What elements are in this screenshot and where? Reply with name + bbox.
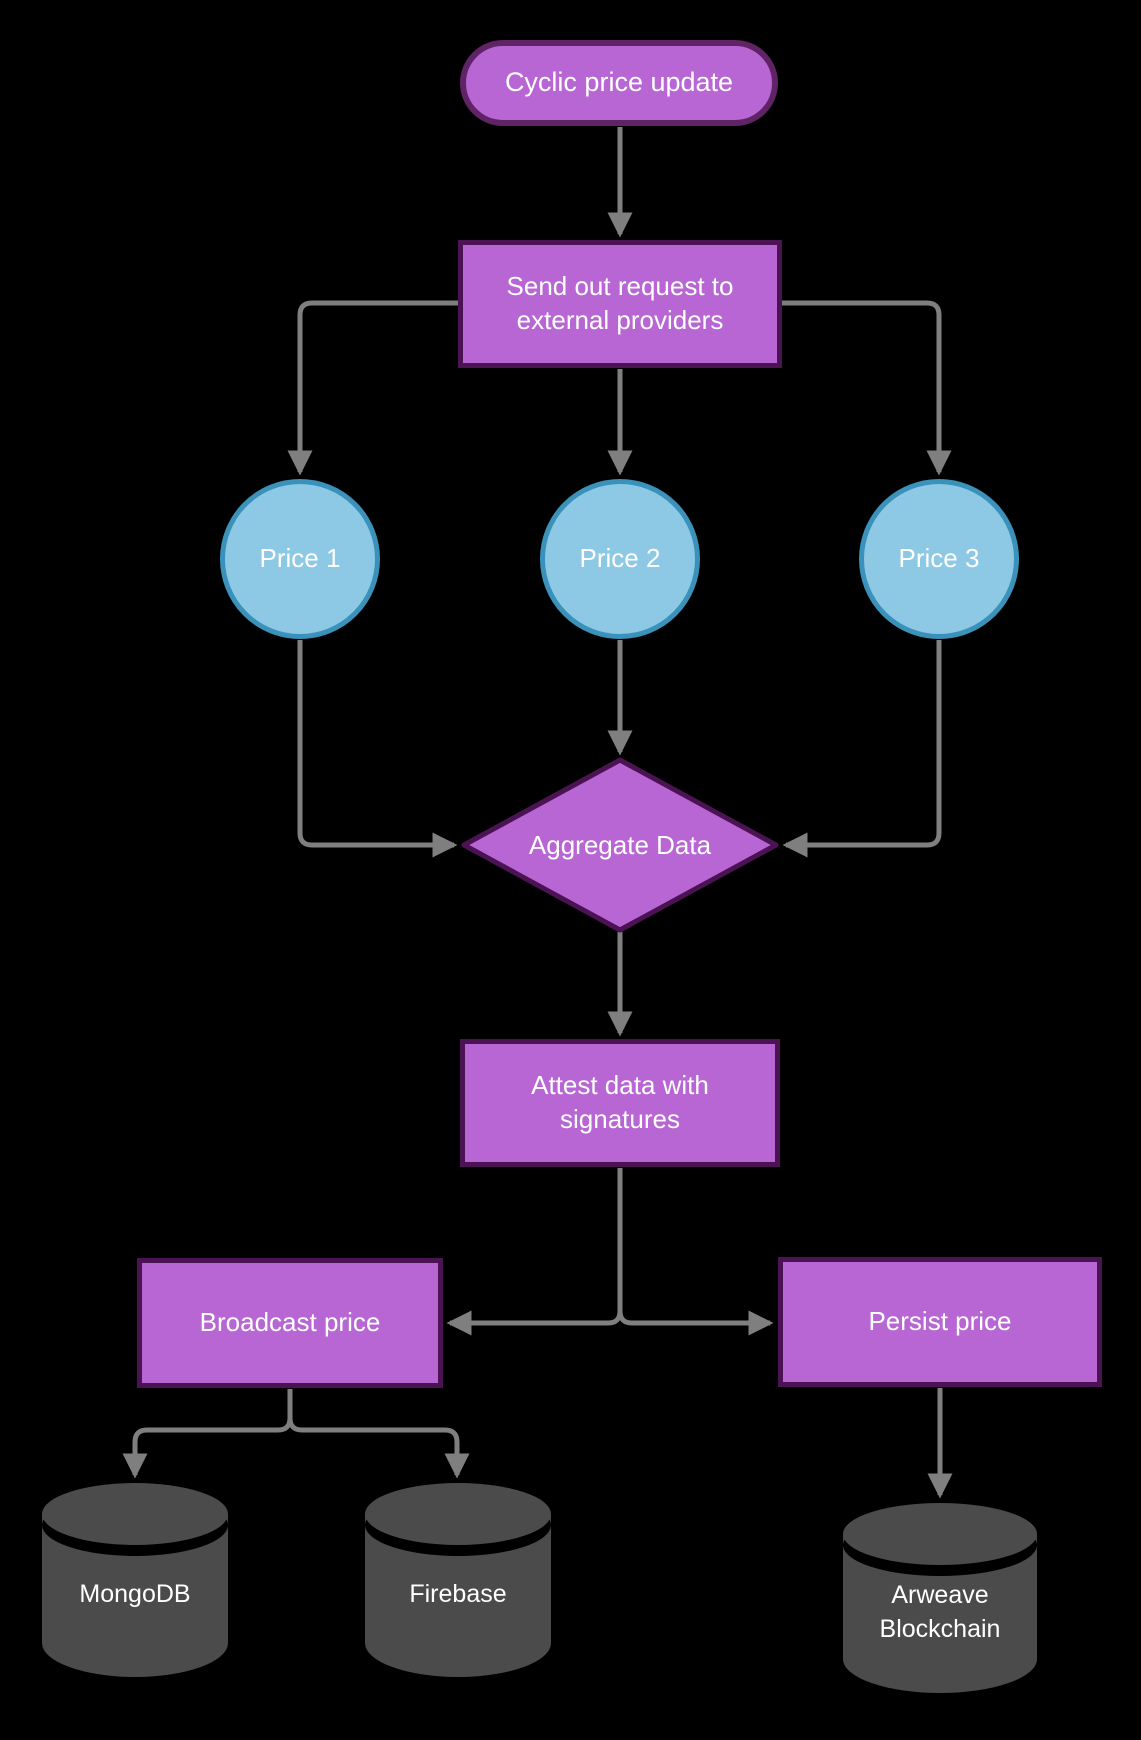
circle-price-2: Price 2 bbox=[540, 479, 700, 639]
edge-send-to-price3 bbox=[782, 300, 952, 476]
process-send-request: Send out request to external providers bbox=[458, 240, 782, 368]
price-2-label: Price 2 bbox=[579, 543, 661, 574]
firebase-label: Firebase bbox=[409, 1580, 507, 1609]
edge-price1-to-aggregate bbox=[297, 640, 458, 858]
mongodb-label: MongoDB bbox=[79, 1580, 191, 1609]
edge-price3-to-aggregate bbox=[782, 640, 942, 858]
edge-broadcast-to-firebase bbox=[287, 1389, 470, 1479]
start-terminator: Cyclic price update bbox=[460, 40, 778, 126]
aggregate-data-label: Aggregate Data bbox=[528, 829, 712, 860]
cylinder-top bbox=[843, 1503, 1037, 1565]
decision-aggregate-data: Aggregate Data bbox=[458, 756, 782, 934]
price-1-label: Price 1 bbox=[259, 543, 341, 574]
circle-price-3: Price 3 bbox=[859, 479, 1019, 639]
cylinder-top bbox=[365, 1483, 551, 1545]
edge-attest-to-persist bbox=[617, 1168, 774, 1336]
process-broadcast-price: Broadcast price bbox=[137, 1258, 443, 1388]
price-3-label: Price 3 bbox=[898, 543, 980, 574]
send-request-label: Send out request to external providers bbox=[506, 271, 734, 335]
start-label: Cyclic price update bbox=[504, 67, 734, 98]
circle-price-1: Price 1 bbox=[220, 479, 380, 639]
persist-label: Persist price bbox=[868, 1306, 1012, 1337]
diamond-shape bbox=[461, 757, 779, 933]
edge-broadcast-to-mongodb bbox=[122, 1389, 293, 1479]
database-arweave-blockchain: Arweave Blockchain bbox=[843, 1503, 1037, 1693]
process-attest-data: Attest data with signatures bbox=[460, 1039, 780, 1167]
database-mongodb: MongoDB bbox=[42, 1483, 228, 1677]
edge-attest-to-broadcast bbox=[446, 1168, 623, 1336]
arweave-label: Arweave Blockchain bbox=[879, 1581, 1001, 1643]
process-persist-price: Persist price bbox=[778, 1257, 1102, 1387]
edge-send-to-price1 bbox=[287, 300, 458, 476]
broadcast-label: Broadcast price bbox=[199, 1307, 381, 1338]
cylinder-top bbox=[42, 1483, 228, 1545]
attest-label: Attest data with signatures bbox=[531, 1070, 709, 1134]
database-firebase: Firebase bbox=[365, 1483, 551, 1677]
